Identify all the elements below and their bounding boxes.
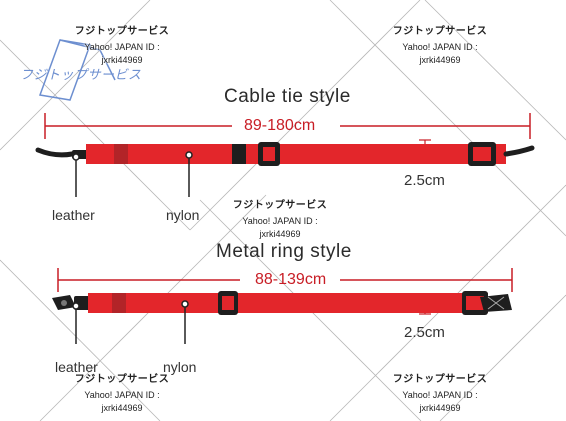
watermark-center: フジトップサービス Yahoo! JAPAN ID : jxrki44969 [220,196,340,241]
top-length-value: 89-180cm [244,117,316,134]
bottom-style-title: Metal ring style [216,241,352,262]
watermark-bottom-left: フジトップサービス Yahoo! JAPAN ID : jxrki44969 [62,370,182,415]
watermark-id-value: jxrki44969 [259,229,301,239]
bottom-width-value: 2.5cm [404,324,445,341]
top-width-value: 2.5cm [404,172,445,189]
bottom-nylon-label: nylon [163,359,197,375]
watermark-id-label: Yahoo! JAPAN ID : [402,390,478,400]
top-leather-label: leather [52,207,95,223]
watermark-id-value: jxrki44969 [101,403,143,413]
logo-text: フジトップサービス [20,67,142,82]
watermark-top-left: フジトップサービス Yahoo! JAPAN ID : jxrki44969 [62,22,182,67]
watermark-id-value: jxrki44969 [419,55,461,65]
bottom-strap [52,291,512,315]
bottom-length-indicator [57,268,513,292]
watermark-top-right: フジトップサービス Yahoo! JAPAN ID : jxrki44969 [380,22,500,67]
watermark-id-label: Yahoo! JAPAN ID : [402,42,478,52]
top-style-title: Cable tie style [224,86,351,107]
bottom-length-value: 88-139cm [255,271,327,288]
watermark-brand: フジトップサービス [74,374,170,385]
brand-logo-icon [38,39,116,101]
watermark-id-label: Yahoo! JAPAN ID : [84,42,160,52]
watermark-id-label: Yahoo! JAPAN ID : [84,390,160,400]
top-length-indicator [44,113,531,139]
watermark-id-value: jxrki44969 [101,55,143,65]
watermark-brand: フジトップサービス [74,26,170,37]
watermark-brand: フジトップサービス [392,374,488,385]
bottom-leather-label: leather [55,359,98,375]
top-strap [35,142,535,166]
top-pointers [72,151,193,197]
watermark-id-value: jxrki44969 [419,403,461,413]
watermark-brand: フジトップサービス [392,26,488,37]
bottom-pointers [72,300,189,344]
top-nylon-label: nylon [166,207,200,223]
watermark-id-label: Yahoo! JAPAN ID : [242,216,318,226]
watermark-bottom-right: フジトップサービス Yahoo! JAPAN ID : jxrki44969 [380,370,500,415]
watermark-brand: フジトップサービス [232,200,328,211]
